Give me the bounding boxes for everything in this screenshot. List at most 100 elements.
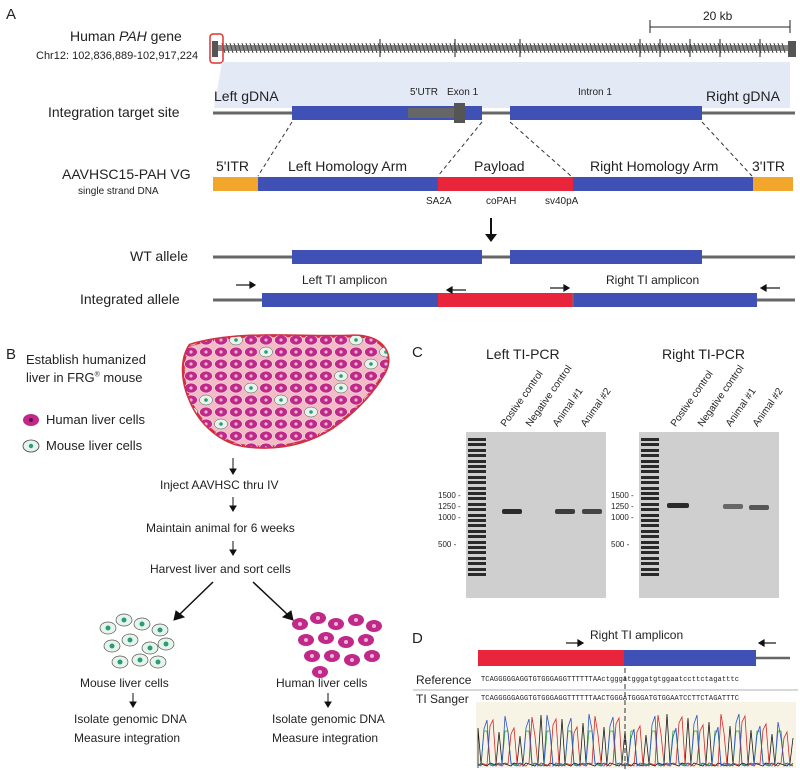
liver-cell [304, 406, 318, 418]
left-arm-label: Left Homology Arm [288, 158, 408, 174]
liver-cell [274, 358, 288, 370]
itr3-label: 3'ITR [752, 158, 786, 174]
ladder-band [641, 556, 659, 560]
liver-cell [214, 382, 228, 394]
ladder-band [641, 486, 659, 490]
ladder-band [641, 438, 659, 441]
ladder-band [641, 529, 659, 533]
liver-cell [334, 406, 348, 418]
left-amplicon-label: Left TI amplicon [302, 273, 388, 287]
right-gel [639, 432, 779, 598]
vg-name-label: AAVHSC15-PAH VG [62, 166, 191, 182]
human-cell [364, 650, 380, 662]
liver-cell [259, 335, 273, 346]
registered-mark: ® [94, 371, 100, 379]
human-cell [338, 636, 354, 648]
ladder-band [641, 459, 659, 463]
ladder-band [641, 481, 659, 485]
human-cell [324, 650, 340, 662]
right-ladder-size: 1250 - [611, 502, 634, 511]
liver-cell [244, 335, 258, 346]
mouse-cell [141, 641, 159, 655]
liver-cell [274, 430, 288, 442]
reference-seq: TCAGGGGGAGGTGTGGGAGGTTTTTTAActgggatgggat… [481, 676, 740, 684]
ladder-band [641, 492, 659, 495]
liver-cell [364, 346, 378, 358]
liver-cell [199, 358, 213, 370]
gene-title-name: PAH [119, 28, 147, 44]
liver-cell [259, 442, 273, 448]
liver-cell [244, 406, 258, 418]
liver-cell [319, 346, 333, 358]
liver-cell [229, 430, 243, 442]
target-site-label: Integration target site [48, 104, 180, 120]
liver-cell [184, 370, 198, 382]
liver-cell [184, 382, 198, 394]
integrated-allele-label: Integrated allele [80, 291, 180, 307]
vg-sub-label: single strand DNA [78, 186, 159, 197]
primer-arrows [236, 280, 780, 295]
ladder-band [641, 448, 659, 452]
liver-cell [289, 418, 303, 430]
liver-cell [319, 382, 333, 394]
gene-title: Human PAH gene [70, 28, 182, 44]
liver-cell [214, 406, 228, 418]
ladder-band [641, 502, 659, 506]
liver-cell [319, 406, 333, 418]
ladder-band [468, 508, 486, 512]
liver-cell [244, 394, 258, 406]
legend-mouse-label: Mouse liver cells [46, 438, 143, 453]
liver-cell [214, 346, 228, 358]
ladder-band [641, 513, 659, 517]
mouse-cell [111, 655, 129, 669]
left-gel [466, 432, 606, 598]
liver-cell [274, 394, 288, 406]
panel-b-title-2a: liver in FRG [26, 370, 95, 385]
liver-cell [334, 358, 348, 370]
human-measure: Measure integration [272, 731, 379, 745]
target-site-track [213, 103, 795, 123]
liver-cell [304, 418, 318, 430]
right-amplicon-label: Right TI amplicon [606, 273, 700, 287]
liver-cell [304, 370, 318, 382]
liver-cell [199, 394, 213, 406]
step-maintain: Maintain animal for 6 weeks [146, 521, 295, 535]
human-cell [312, 666, 328, 678]
trace-line [477, 713, 794, 768]
liver-cell [334, 394, 348, 406]
gene-title-prefix: Human [70, 28, 120, 44]
step-harvest: Harvest liver and sort cells [150, 562, 291, 576]
liver-cell [364, 358, 378, 370]
liver-cell [334, 370, 348, 382]
integrated-allele-track [213, 293, 795, 307]
panel-a-letter: A [6, 6, 17, 23]
ladder-band [641, 465, 659, 468]
intron1-label: Intron 1 [578, 87, 612, 98]
liver-cell [244, 370, 258, 382]
mouse-cell [157, 637, 175, 651]
sanger-label: TI Sanger [416, 692, 469, 706]
ladder-band [641, 508, 659, 512]
mouse-cell [121, 633, 139, 647]
liver-cell [289, 430, 303, 442]
right-pcr-title: Right TI-PCR [662, 346, 745, 362]
liver-cell [229, 418, 243, 430]
liver-cell [244, 418, 258, 430]
liver-cell [274, 335, 288, 346]
panel-d-letter: D [412, 630, 423, 647]
liver-cell [349, 358, 363, 370]
right-gdna-label: Right gDNA [706, 88, 780, 104]
payload-label: Payload [474, 158, 525, 174]
liver-cell [274, 346, 288, 358]
ladder-band [641, 519, 659, 522]
sa2a-label: SA2A [426, 196, 452, 207]
ladder-band [641, 470, 659, 474]
ladder-band [468, 481, 486, 485]
ladder-band [468, 438, 486, 441]
liver-cell [304, 358, 318, 370]
sv40pa-label: sv40pA [545, 196, 579, 207]
liver-cell [274, 418, 288, 430]
mouse-cell [103, 639, 121, 653]
